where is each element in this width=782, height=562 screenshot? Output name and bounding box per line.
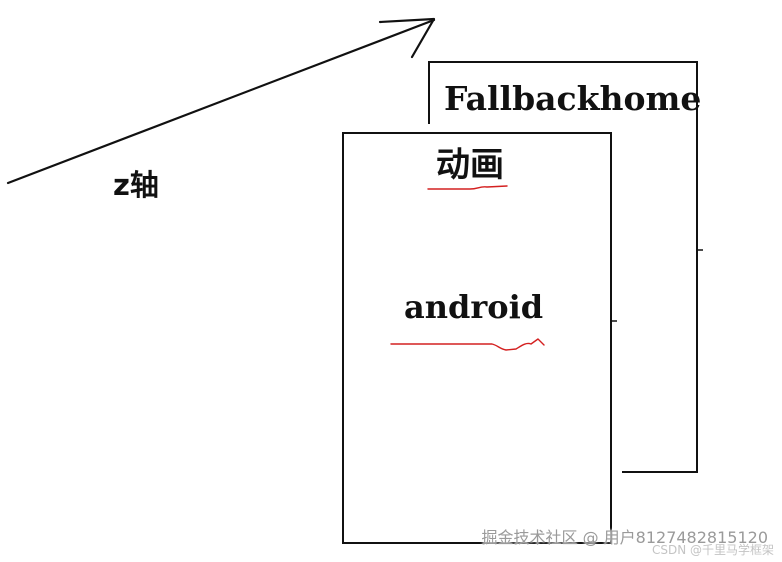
watermark-main: 掘金技术社区 @ 用户8127482815120 — [481, 528, 768, 547]
z-axis-shaft — [6, 18, 436, 185]
front-subtitle-underline — [390, 338, 545, 351]
front-layer-subtitle: android — [404, 288, 543, 326]
back-layer-frame — [428, 61, 698, 473]
back-layer: Fallbackhome — [428, 61, 703, 473]
front-layer-title: 动画 — [436, 145, 504, 185]
z-axis-label: z轴 — [113, 168, 159, 202]
z-axis-arrow — [6, 17, 436, 185]
watermark-sub: CSDN @千里马学框架 — [651, 543, 774, 557]
front-layer-frame — [342, 132, 612, 544]
front-layer: 动画 android — [342, 132, 617, 544]
front-title-underline — [427, 185, 508, 190]
back-layer-title: Fallbackhome — [444, 79, 701, 118]
z-axis-arrowhead — [378, 17, 436, 59]
